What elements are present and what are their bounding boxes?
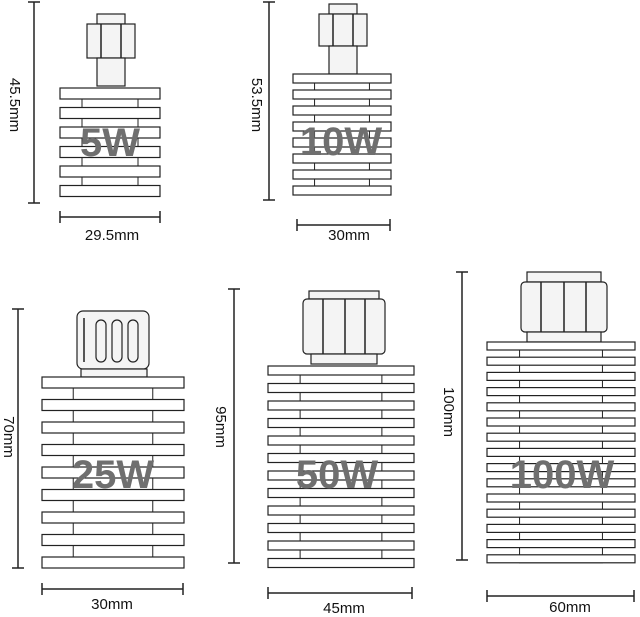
heatsink-fin	[486, 554, 636, 564]
heatsink-fin	[267, 540, 415, 551]
heatsink-fin	[267, 417, 415, 429]
connector-100w	[520, 271, 608, 343]
heatsink-fin	[292, 169, 392, 180]
width-label-10w: 30mm	[328, 227, 370, 244]
heatsink-fin	[267, 522, 415, 534]
heatsink-fin	[267, 470, 415, 481]
heatsink-fin	[267, 382, 415, 394]
wattage-label-5w: 5W	[80, 121, 140, 165]
heatsink-25w: 70mm 30mm 25W	[0, 308, 185, 613]
heatsink-fin	[486, 387, 636, 397]
width-dimension-10w	[296, 219, 391, 231]
fins-25w	[41, 376, 185, 569]
heatsink-fin	[486, 478, 636, 488]
heatsink-fin	[59, 126, 161, 139]
heatsink-fin	[267, 365, 415, 376]
heatsink-fin	[41, 443, 185, 457]
width-label-5w: 29.5mm	[85, 227, 139, 244]
height-label-10w: 53.5mm	[248, 78, 265, 132]
height-dimension-25w	[12, 308, 24, 569]
fins-100w	[486, 341, 636, 564]
heatsink-fin	[267, 557, 415, 569]
connector-25w	[76, 310, 150, 378]
wattage-label-100w: 100W	[510, 453, 615, 497]
heatsink-fin	[41, 421, 185, 434]
connector-5w	[86, 13, 136, 87]
heatsink-fin	[41, 556, 185, 569]
heatsink-fin	[486, 493, 636, 503]
heatsink-core	[299, 365, 383, 568]
heatsink-fin	[41, 466, 185, 479]
heatsink-fin	[59, 87, 161, 100]
width-label-50w: 45mm	[323, 600, 365, 617]
heatsink-10w: 53.5mm 30mm 10W	[248, 1, 392, 244]
heatsink-5w: 45.5mm 29.5mm 5W	[6, 1, 161, 244]
heatsink-fin	[59, 165, 161, 178]
heatsink-fin	[486, 356, 636, 366]
heatsink-fin	[292, 105, 392, 116]
heatsink-fin	[41, 488, 185, 502]
heatsink-fin	[486, 371, 636, 381]
width-dimension-25w	[41, 583, 184, 595]
heatsink-fin	[41, 533, 185, 547]
heatsink-fin	[292, 137, 392, 148]
heatsink-50w: 95mm 45mm 50W	[212, 288, 415, 617]
heatsink-fin	[59, 184, 161, 198]
width-dimension-100w	[486, 590, 635, 602]
connector-10w	[318, 3, 368, 75]
heatsink-fin	[41, 398, 185, 412]
height-dimension-50w	[228, 288, 240, 564]
heatsink-fin	[486, 402, 636, 412]
heatsink-fin	[486, 508, 636, 518]
heatsink-fin	[292, 121, 392, 132]
wattage-label-25w: 25W	[72, 453, 154, 497]
height-label-25w: 70mm	[0, 416, 17, 458]
height-dimension-10w	[263, 1, 275, 201]
heatsink-fin	[486, 538, 636, 549]
fins-5w	[59, 87, 161, 198]
width-label-25w: 30mm	[91, 596, 133, 613]
heatsink-fin	[267, 487, 415, 499]
heatsink-fin	[41, 376, 185, 389]
heatsink-fin	[292, 73, 392, 84]
width-label-100w: 60mm	[549, 599, 591, 616]
height-label-100w: 100mm	[440, 387, 457, 437]
heatsink-fin	[292, 153, 392, 164]
fins-10w	[292, 73, 392, 196]
height-dimension-100w	[456, 271, 468, 561]
height-dimension-5w	[28, 1, 40, 204]
heatsink-fin	[59, 145, 161, 159]
heatsink-fin	[267, 505, 415, 516]
heatsink-fin	[486, 432, 636, 442]
heatsink-fin	[267, 400, 415, 411]
height-label-50w: 95mm	[212, 406, 229, 448]
wattage-label-10w: 10W	[300, 120, 382, 164]
wattage-label-50w: 50W	[296, 453, 378, 497]
heatsink-fin	[486, 447, 636, 457]
heatsink-fin	[292, 185, 392, 196]
fins-50w	[267, 365, 415, 569]
width-dimension-50w	[267, 587, 413, 599]
heatsink-100w: 100mm 60mm 100W	[440, 271, 636, 616]
heatsink-fin	[486, 417, 636, 427]
heatsink-fin	[292, 89, 392, 100]
heatsink-fin	[486, 463, 636, 473]
heatsink-fin	[267, 452, 415, 464]
heatsink-fin	[267, 435, 415, 446]
heatsink-fin	[41, 511, 185, 524]
height-label-5w: 45.5mm	[6, 78, 23, 132]
heatsink-fin	[486, 523, 636, 534]
heatsink-core	[81, 87, 139, 197]
heatsink-fin	[59, 106, 161, 120]
heatsink-fin	[486, 341, 636, 351]
connector-50w	[302, 290, 386, 365]
width-dimension-5w	[59, 211, 161, 223]
